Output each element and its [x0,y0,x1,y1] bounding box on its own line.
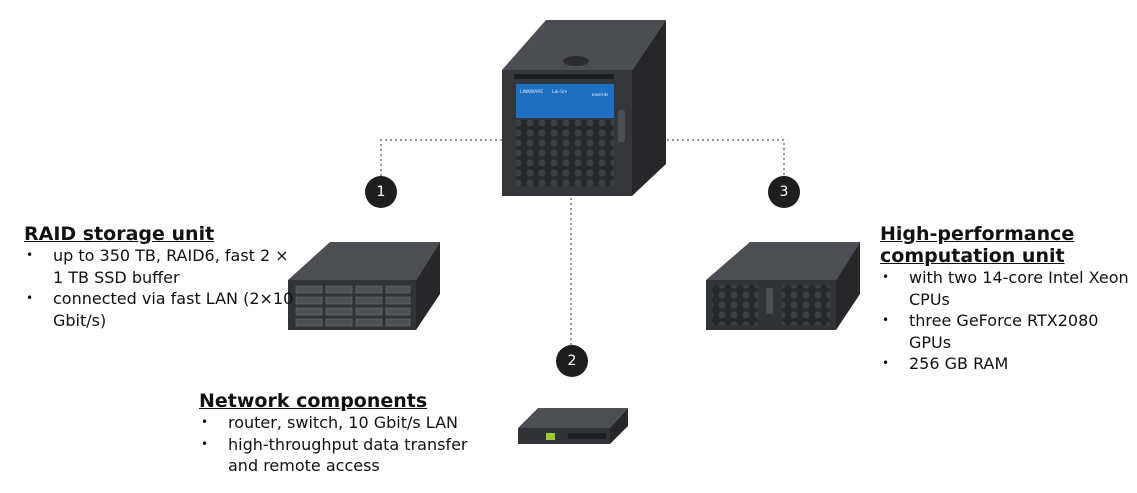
raid-storage-image [288,242,440,330]
compute-item-cpu: with two 14-core Intel Xeon CPUs [880,267,1130,310]
main-server-image: LINKWARE Lai-Sm ESKOTIM [502,20,666,196]
raid-info: RAID storage unit up to 350 TB, RAID6, f… [24,223,294,331]
product-text: Lai-Sm [552,89,567,95]
compute-title: High-performance computation unit [880,223,1075,267]
marker-1: 1 [365,176,397,208]
brand-text: LINKWARE [520,89,543,95]
connector-line-3 [632,139,785,178]
marker-3: 3 [768,176,800,208]
network-info: Network components router, switch, 10 Gb… [199,390,499,477]
network-switch-image [518,408,628,444]
network-item-hardware: router, switch, 10 Gbit/s LAN [199,412,499,434]
network-title: Network components [199,390,428,412]
network-list: router, switch, 10 Gbit/s LAN high-throu… [199,412,499,477]
compute-info: High-performance computation unit with t… [880,223,1130,375]
raid-item-capacity: up to 350 TB, RAID6, fast 2 × 1 TB SSD b… [24,245,294,288]
connector-line-1 [380,139,502,178]
compute-unit-image [706,242,860,330]
compute-list: with two 14-core Intel Xeon CPUs three G… [880,267,1130,375]
compute-item-ram: 256 GB RAM [880,353,1130,375]
raid-title: RAID storage unit [24,223,215,245]
raid-list: up to 350 TB, RAID6, fast 2 × 1 TB SSD b… [24,245,294,331]
compute-item-gpu: three GeForce RTX2080 GPUs [880,310,1130,353]
marker-2: 2 [556,345,588,377]
badge-text: ESKOTIM [592,93,608,97]
raid-item-connection: connected via fast LAN (2×10 Gbit/s) [24,288,294,331]
network-item-transfer: high-throughput data transfer and remote… [199,434,499,477]
